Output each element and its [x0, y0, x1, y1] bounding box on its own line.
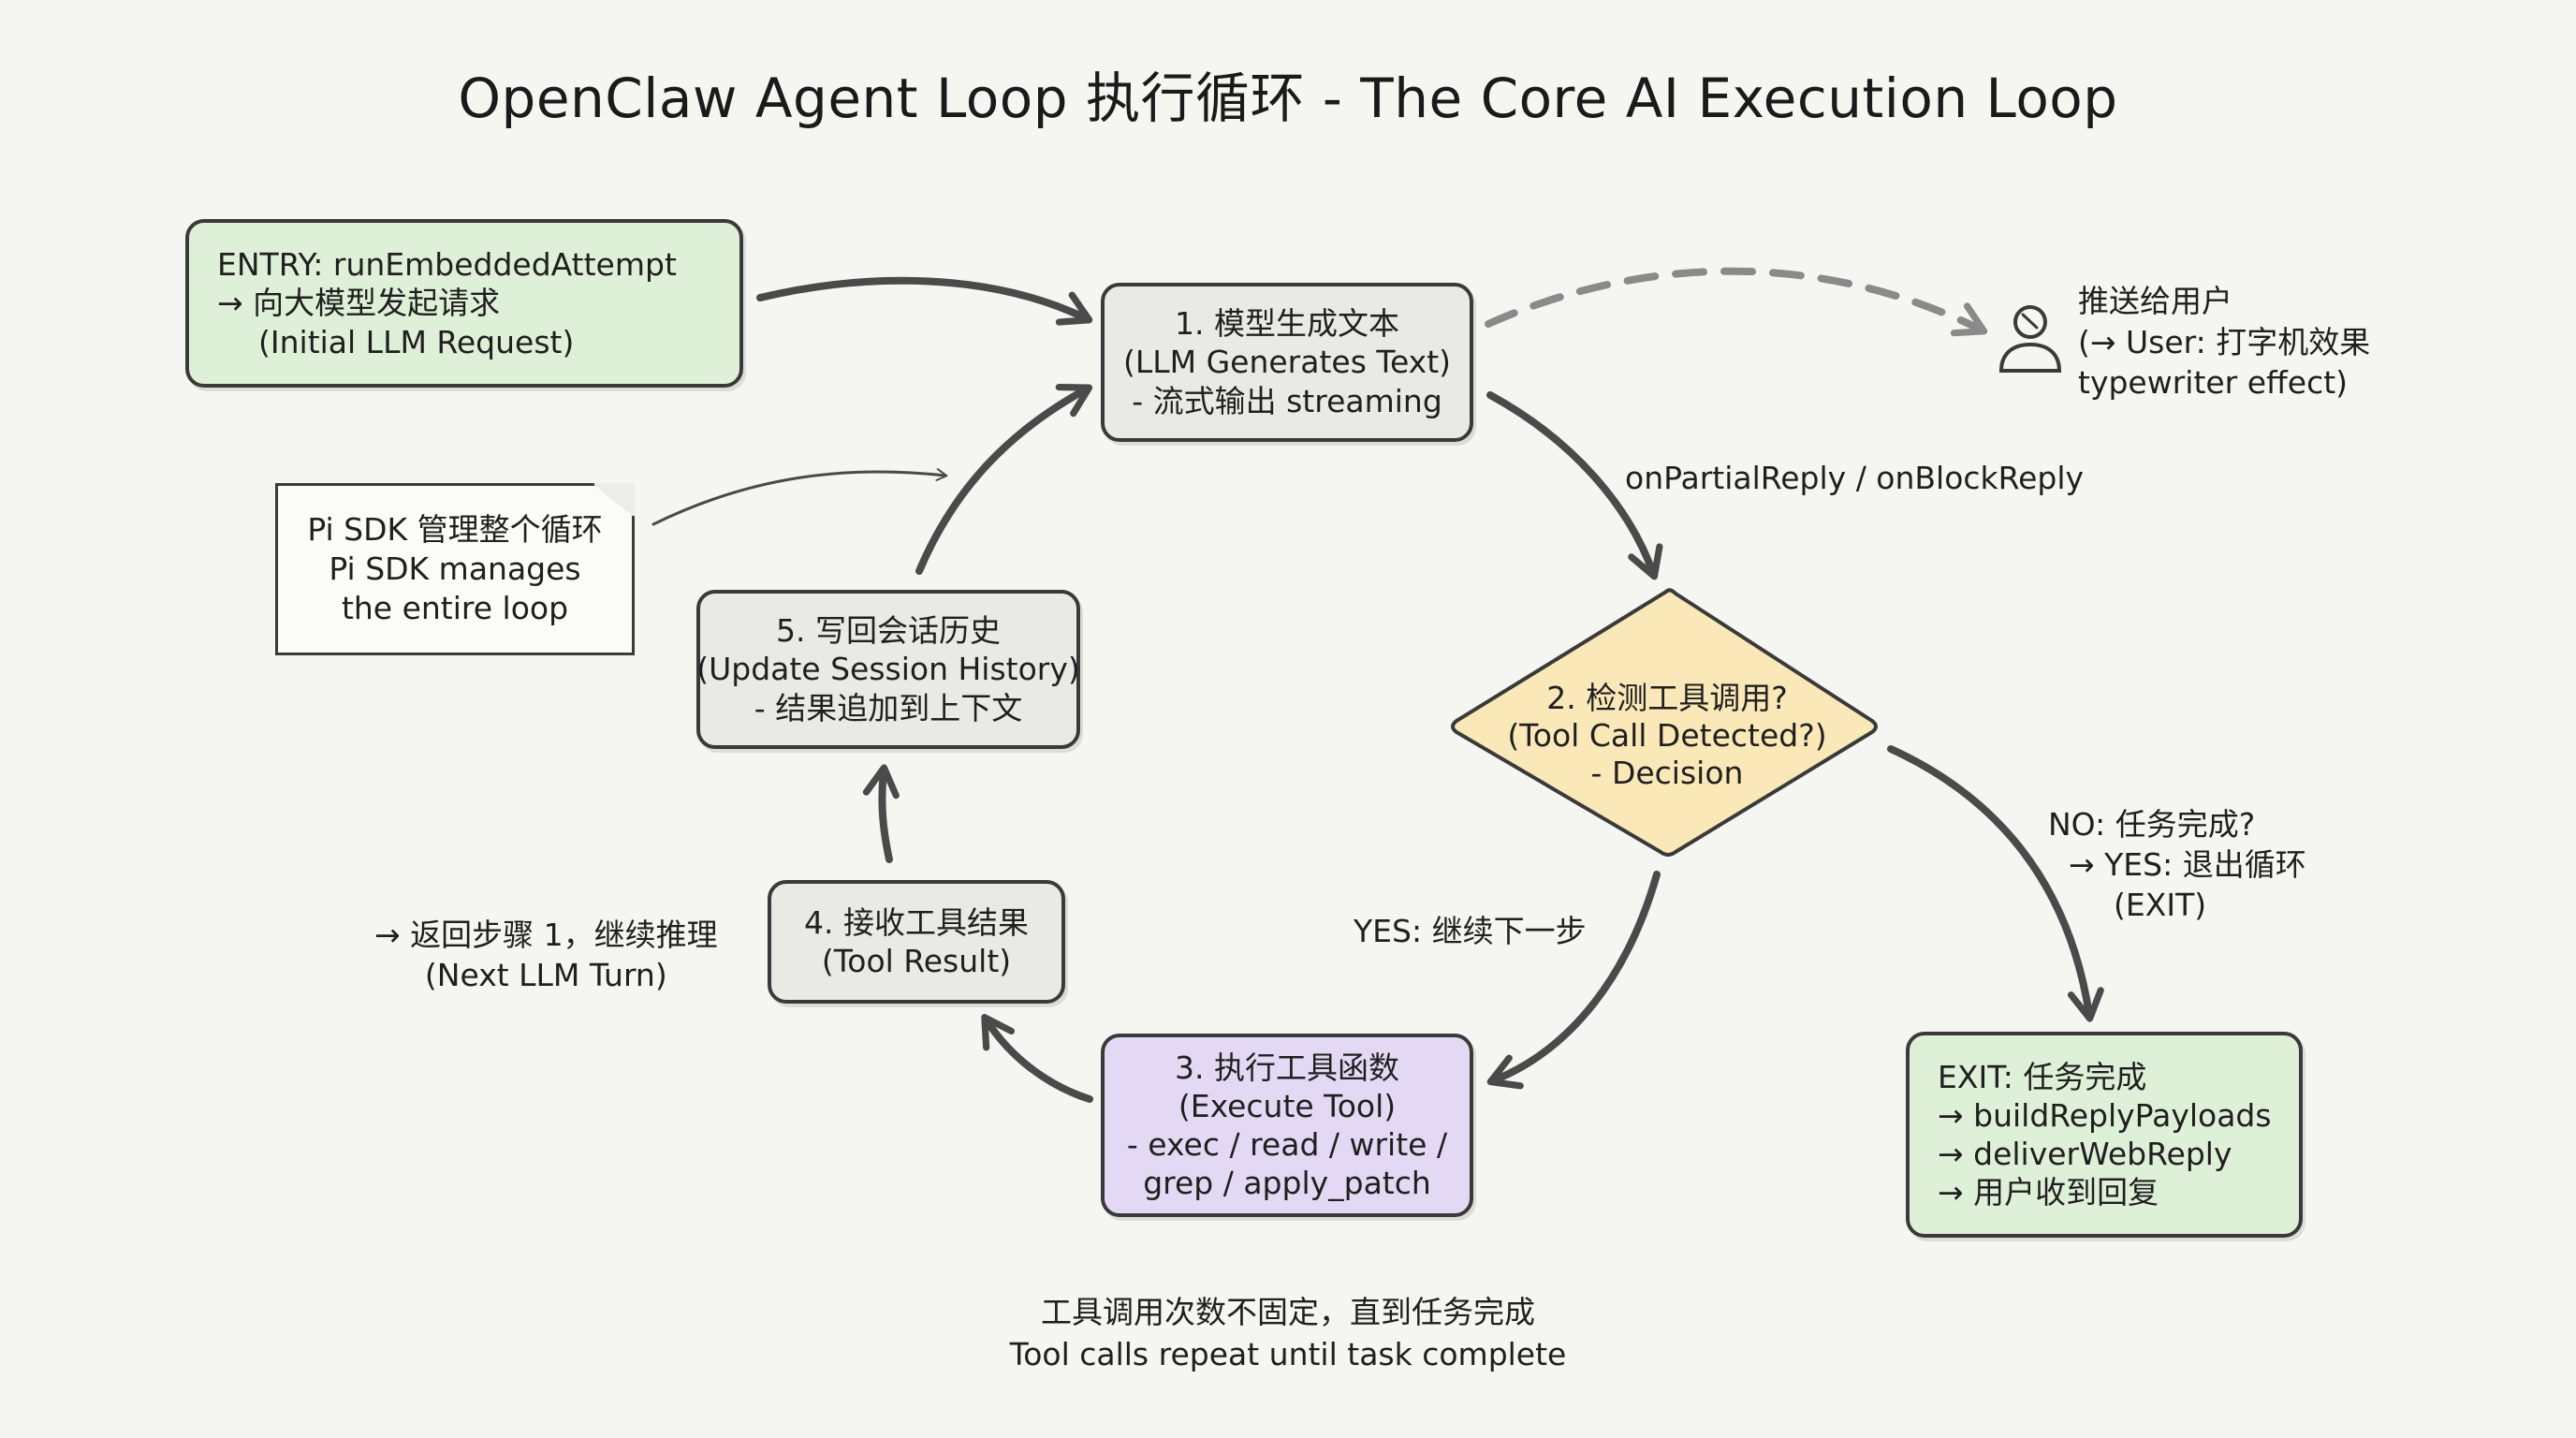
exit-line-1: EXIT: 任务完成 — [1938, 1058, 2147, 1095]
step2-line-3: - Decision — [1590, 755, 1744, 792]
entry-line-1: ENTRY: runEmbeddedAttempt — [217, 246, 677, 284]
user-line-3: typewriter effect) — [2078, 364, 2349, 402]
step5-line-1: 5. 写回会话历史 — [776, 612, 1001, 650]
entry-box: ENTRY: runEmbeddedAttempt → 向大模型发起请求 (In… — [185, 219, 743, 388]
step1-line-1: 1. 模型生成文本 — [1175, 305, 1399, 343]
entry-line-2: → 向大模型发起请求 — [217, 285, 501, 322]
reply-callback-label: onPartialReply / onBlockReply — [1625, 460, 2085, 496]
arrow-entry-to-step1 — [756, 276, 1093, 326]
footer-line-2: Tool calls repeat until task complete — [1009, 1335, 1567, 1372]
exit-line-3: → deliverWebReply — [1938, 1136, 2232, 1172]
return-line-1: → 返回步骤 1，继续推理 — [374, 917, 718, 953]
arrow-step5-to-step1 — [915, 383, 1093, 575]
step3-line-3: - exec / read / write / — [1126, 1126, 1448, 1163]
arrow-step1-to-user — [1485, 267, 1988, 337]
step2-line-2: (Tool Call Detected?) — [1507, 716, 1827, 754]
arrow-step4-to-step5 — [862, 764, 900, 863]
arrow-note-to-loop — [651, 468, 948, 526]
step5-line-3: - 结果追加到上下文 — [754, 689, 1023, 726]
yes-branch-label: YES: 继续下一步 — [1354, 913, 1587, 949]
sdk-note: Pi SDK 管理整个循环 Pi SDK manages the entire … — [275, 483, 635, 655]
step3-line-4: grep / apply_patch — [1143, 1165, 1431, 1202]
user-line-2: (→ User: 打字机效果 — [2078, 323, 2371, 360]
step4-line-2: (Tool Result) — [821, 943, 1012, 979]
exit-line-2: → buildReplyPayloads — [1938, 1096, 2272, 1134]
return-line-2: (Next LLM Turn) — [424, 956, 667, 993]
step3-line-1: 3. 执行工具函数 — [1175, 1049, 1399, 1086]
no-line-3: (EXIT) — [2114, 886, 2207, 923]
step2-line-1: 2. 检测工具调用? — [1546, 679, 1788, 716]
no-branch-label: NO: 任务完成? → YES: 退出循环 (EXIT) — [2048, 805, 2306, 926]
step1-box: 1. 模型生成文本 (LLM Generates Text) - 流式输出 st… — [1101, 283, 1473, 442]
return-label: → 返回步骤 1，继续推理 (Next LLM Turn) — [374, 916, 718, 996]
exit-line-4: → 用户收到回复 — [1938, 1174, 2159, 1211]
person-icon — [1998, 305, 2062, 373]
decision-diamond — [1451, 588, 1878, 857]
note-line-2: Pi SDK manages — [329, 550, 581, 587]
user-push-label: 推送给用户 (→ User: 打字机效果 typewriter effect) — [2078, 281, 2370, 404]
step4-line-1: 4. 接收工具结果 — [804, 903, 1029, 941]
footer-line-1: 工具调用次数不固定，直到任务完成 — [1041, 1294, 1535, 1330]
step5-line-2: (Update Session History) — [696, 651, 1080, 688]
exit-box: EXIT: 任务完成 → buildReplyPayloads → delive… — [1906, 1032, 2303, 1238]
arrow-step1-to-decision — [1486, 391, 1663, 580]
entry-line-3: (Initial LLM Request) — [258, 323, 575, 360]
step1-line-2: (LLM Generates Text) — [1122, 344, 1452, 381]
arrow-decision-to-exit — [1887, 745, 2104, 1022]
step3-box: 3. 执行工具函数 (Execute Tool) - exec / read /… — [1101, 1034, 1473, 1217]
no-line-1: NO: 任务完成? — [2048, 806, 2256, 843]
decision-label: 2. 检测工具调用? (Tool Call Detected?) - Decis… — [1456, 661, 1878, 811]
footer-note: 工具调用次数不固定，直到任务完成 Tool calls repeat until… — [0, 1292, 2576, 1375]
step1-line-3: - 流式输出 streaming — [1132, 382, 1442, 419]
arrow-decision-to-step3 — [1486, 871, 1661, 1090]
note-line-3: the entire loop — [341, 590, 569, 627]
diagram-title: OpenClaw Agent Loop 执行循环 - The Core AI E… — [458, 66, 2118, 130]
note-line-1: Pi SDK 管理整个循环 — [307, 510, 603, 548]
user-line-1: 推送给用户 — [2078, 283, 2232, 319]
no-line-2: → YES: 退出循环 — [2069, 845, 2306, 883]
step4-box: 4. 接收工具结果 (Tool Result) — [768, 880, 1065, 1004]
arrow-step3-to-step4 — [981, 1014, 1093, 1103]
step5-box: 5. 写回会话历史 (Update Session History) - 结果追… — [696, 590, 1080, 749]
step3-line-2: (Execute Tool) — [1178, 1087, 1397, 1124]
